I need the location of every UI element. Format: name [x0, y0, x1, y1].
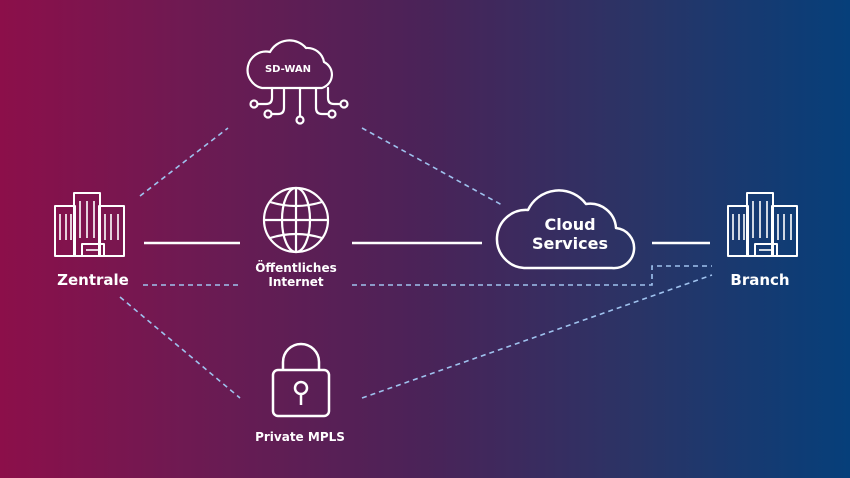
cloud-label-line1: Cloud	[544, 215, 596, 234]
cloud-label: Cloud Services	[514, 215, 626, 253]
sdwan-label: SD-WAN	[264, 64, 312, 75]
link-sdwan-cloud	[361, 127, 503, 206]
cloud-label-line2: Services	[531, 234, 609, 253]
internet-label-line1: Öffentliches	[255, 261, 337, 275]
globe-icon	[262, 186, 330, 254]
office-buildings-icon	[54, 192, 125, 257]
link-internet-branch-dashed	[352, 265, 712, 286]
hq-label: Zentrale	[57, 271, 129, 289]
link-mpls-branch	[361, 274, 713, 399]
internet-label: Öffentliches Internet	[236, 261, 356, 289]
branch-label: Branch	[730, 271, 790, 289]
padlock-icon	[271, 342, 331, 418]
office-buildings-icon	[727, 192, 798, 257]
cloud-icon	[495, 189, 636, 270]
internet-label-line2: Internet	[268, 275, 324, 289]
cloud-network-icon	[246, 39, 349, 125]
link-hq-sdwan	[139, 127, 229, 197]
dashed-links	[119, 127, 713, 399]
mpls-label: Private MPLS	[255, 430, 345, 444]
link-hq-mpls	[119, 296, 241, 399]
